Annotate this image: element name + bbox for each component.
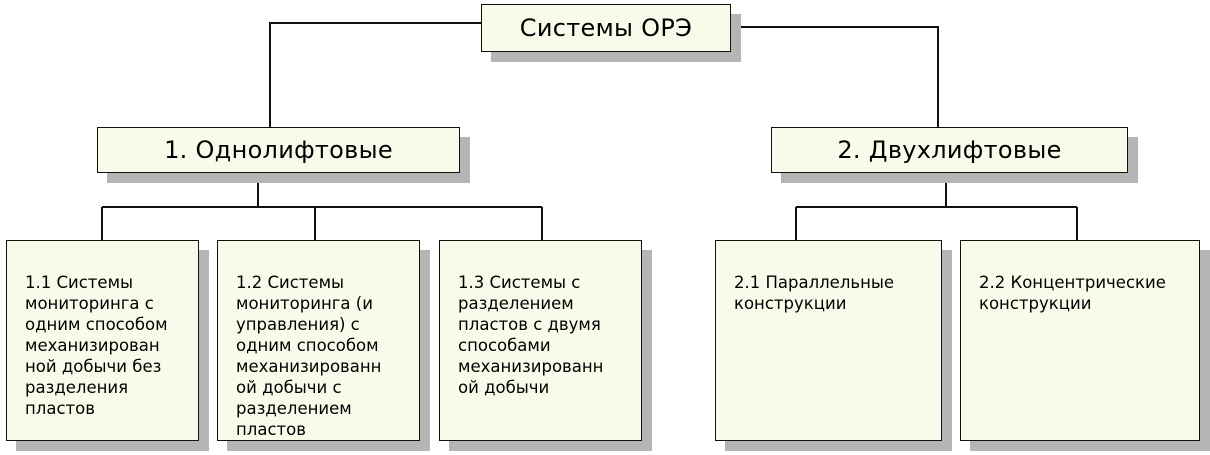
leaf-node-1-3-label: 1.3 Системы с разделением пластов с двум… bbox=[458, 273, 604, 397]
root-node-label: Системы ОРЭ bbox=[519, 14, 693, 42]
leaf-node-2-1-label: 2.1 Параллельные конструкции bbox=[734, 273, 895, 313]
leaf-node-1-1-label: 1.1 Системы мониторинга с одним способом… bbox=[25, 273, 168, 418]
branch-node-2: 2. Двухлифтовые bbox=[771, 127, 1128, 173]
leaf-node-1-3: 1.3 Системы с разделением пластов с двум… bbox=[439, 240, 642, 441]
leaf-node-1-2-label: 1.2 Системы мониторинга (и управления) с… bbox=[236, 273, 382, 439]
leaf-node-2-1: 2.1 Параллельные конструкции bbox=[715, 240, 942, 441]
leaf-node-2-2: 2.2 Концентрические конструкции bbox=[960, 240, 1200, 441]
leaf-node-1-1: 1.1 Системы мониторинга с одним способом… bbox=[6, 240, 199, 441]
root-node: Системы ОРЭ bbox=[481, 4, 731, 52]
leaf-node-1-2: 1.2 Системы мониторинга (и управления) с… bbox=[217, 240, 420, 441]
leaf-node-2-2-label: 2.2 Концентрические конструкции bbox=[979, 273, 1166, 313]
branch-node-1: 1. Однолифтовые bbox=[97, 127, 460, 173]
branch-node-2-label: 2. Двухлифтовые bbox=[837, 136, 1062, 164]
branch-node-1-label: 1. Однолифтовые bbox=[164, 136, 393, 164]
